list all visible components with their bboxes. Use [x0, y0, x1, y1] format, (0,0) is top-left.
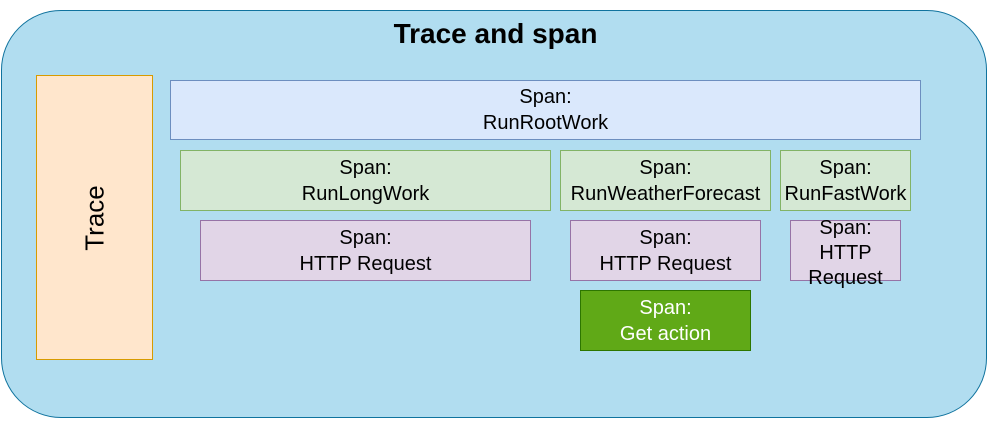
span-name: Get action [619, 322, 712, 345]
span-name-line-1: HTTP [819, 242, 872, 264]
span-run-root-work: Span: RunRootWork [170, 80, 921, 140]
span-run-fast-work: Span: RunFastWork [780, 150, 911, 211]
span-long-http-request: Span: HTTP Request [200, 220, 531, 281]
span-get-action: Span: Get action [580, 290, 751, 351]
span-name-line-2: Request [808, 267, 883, 289]
diagram-title: Trace and span [393, 18, 598, 49]
span-prefix: Span: [639, 226, 692, 249]
span-prefix: Span: [339, 226, 392, 249]
span-weather-http-request: Span: HTTP Request [570, 220, 761, 281]
span-name: RunLongWork [301, 182, 430, 205]
span-name: RunRootWork [482, 112, 609, 134]
span-prefix: Span: [639, 156, 692, 179]
span-prefix: Span: [519, 86, 572, 108]
span-fast-http-request: Span: HTTP Request [790, 217, 901, 289]
span-prefix: Span: [819, 156, 872, 179]
span-run-weather-forecast: Span: RunWeatherForecast [560, 150, 771, 211]
trace-box: Trace [36, 75, 153, 360]
trace-label: Trace [79, 184, 109, 251]
span-prefix: Span: [639, 296, 692, 319]
span-prefix: Span: [819, 217, 872, 239]
span-prefix: Span: [339, 156, 392, 179]
span-name: HTTP Request [299, 252, 432, 275]
diagram-background [1, 10, 987, 418]
span-name: HTTP Request [599, 252, 732, 275]
span-run-long-work: Span: RunLongWork [180, 150, 551, 211]
span-name: RunFastWork [784, 182, 907, 205]
span-name: RunWeatherForecast [570, 182, 761, 205]
